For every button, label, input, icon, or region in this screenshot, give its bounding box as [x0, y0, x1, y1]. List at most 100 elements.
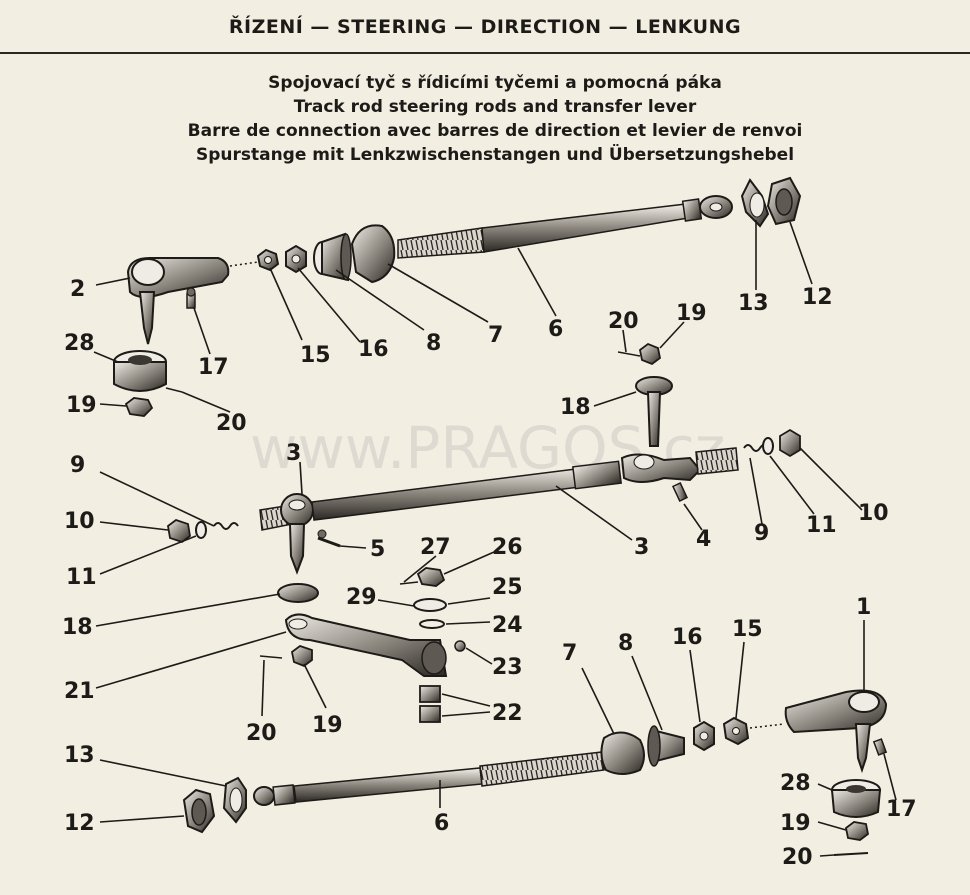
callout-7-bottom: 7 — [562, 641, 577, 666]
subtitle-english: Track rod steering rods and transfer lev… — [293, 97, 697, 117]
callout-9-left: 9 — [70, 453, 85, 478]
stud-18-lower — [277, 583, 319, 603]
washer-11-left — [195, 521, 207, 539]
callout-28-top: 28 — [64, 331, 95, 356]
callout-28-bottom: 28 — [780, 771, 811, 796]
callout-5: 5 — [370, 537, 385, 562]
transfer-lever-21 — [284, 613, 448, 677]
callout-20-lower: 20 — [246, 721, 277, 746]
lock-washer-13-top — [740, 178, 770, 228]
header-rule — [0, 52, 970, 54]
callout-12-top: 12 — [802, 285, 833, 310]
callout-23: 23 — [492, 655, 523, 680]
callout-19-top-left: 19 — [66, 393, 97, 418]
callout-15-top: 15 — [300, 343, 331, 368]
spring-9-left — [213, 522, 239, 530]
callout-26: 26 — [492, 535, 523, 560]
split-pin-20-lower — [259, 655, 283, 659]
header: ŘÍZENÍ — STEERING — DIRECTION — LENKUNG — [0, 0, 970, 54]
callout-17-bottom: 17 — [886, 797, 917, 822]
callout-3-left: 3 — [286, 441, 301, 466]
grease-nipple-23 — [454, 640, 466, 652]
ball-joint-top-left — [126, 257, 259, 345]
nut-10-left — [167, 518, 191, 544]
ring-24 — [419, 619, 445, 629]
callout-9-right: 9 — [754, 521, 769, 546]
nut-12-top — [766, 176, 802, 226]
callout-20-top-right: 20 — [608, 309, 639, 334]
split-pin-20-bottom — [833, 852, 869, 856]
callout-17-top: 17 — [198, 355, 229, 380]
callout-11-right: 11 — [806, 513, 837, 538]
callout-16-bottom: 16 — [672, 625, 703, 650]
callout-8-top: 8 — [426, 331, 441, 356]
callout-8-bottom: 8 — [618, 631, 633, 656]
callout-2: 2 — [70, 277, 85, 302]
dust-cap-28-bottom — [830, 779, 882, 818]
nut-15-bottom — [722, 716, 785, 746]
callout-6-bottom: 6 — [434, 811, 449, 836]
callout-13-top: 13 — [738, 291, 769, 316]
callout-27: 27 — [420, 535, 451, 560]
nut-19-top-right — [639, 342, 661, 366]
grease-nipple-top — [186, 287, 196, 309]
subtitle-french: Barre de connection avec barres de direc… — [187, 121, 803, 141]
ball-joint-1-bottom — [784, 689, 888, 774]
steering-rod-6-top — [397, 195, 733, 259]
callout-19-lower: 19 — [312, 713, 343, 738]
grease-nipple-4 — [671, 482, 689, 502]
callout-11-left: 11 — [66, 565, 97, 590]
callout-20-top-left: 20 — [216, 411, 247, 436]
callout-3-right: 3 — [634, 535, 649, 560]
cap-nut-7-top — [350, 224, 396, 284]
nut-19-bottom — [845, 821, 869, 841]
callout-15-bottom: 15 — [732, 617, 763, 642]
steering-rod-6-bottom — [253, 751, 605, 806]
washer-25 — [413, 598, 447, 612]
track-rod-3 — [259, 447, 739, 575]
subtitle-german: Spurstange mit Lenkzwischenstangen und Ü… — [195, 145, 795, 165]
nut-26 — [416, 567, 446, 587]
subtitle-czech: Spojovací tyč s řídicími tyčemi a pomocn… — [268, 73, 722, 93]
callout-13-bottom: 13 — [64, 743, 95, 768]
callout-25: 25 — [492, 575, 523, 600]
callout-12-bottom: 12 — [64, 811, 95, 836]
dust-cap-28-top — [113, 350, 167, 392]
callout-18-top: 18 — [560, 395, 591, 420]
callout-16-top: 16 — [358, 337, 389, 362]
nut-19-lower — [291, 644, 313, 668]
callout-19-top-right: 19 — [676, 301, 707, 326]
callout-22: 22 — [492, 701, 523, 726]
header-title: ŘÍZENÍ — STEERING — DIRECTION — LENKUNG — [228, 16, 742, 38]
bushings-22 — [419, 685, 441, 723]
nut-19-top-left — [124, 397, 154, 417]
callout-19-bottom: 19 — [780, 811, 811, 836]
callout-24: 24 — [492, 613, 523, 638]
callout-labels: 2 15 16 8 7 6 13 12 17 28 19 20 20 19 18… — [62, 277, 917, 870]
callout-21: 21 — [64, 679, 95, 704]
stud-18-top — [635, 376, 673, 447]
split-pin-20-top-right — [617, 351, 641, 357]
callout-1: 1 — [856, 595, 871, 620]
callout-10-left: 10 — [64, 509, 95, 534]
washer-16-top — [285, 244, 307, 274]
callout-10-right: 10 — [858, 501, 889, 526]
split-pin-20-top-left — [165, 387, 183, 393]
cup-8-top — [313, 232, 352, 282]
callout-6-top: 6 — [548, 317, 563, 342]
callout-7-top: 7 — [488, 323, 503, 348]
washer-16-bottom — [693, 720, 715, 752]
callout-18-lower: 18 — [62, 615, 93, 640]
nut-12-bottom — [182, 788, 216, 834]
washer-11-right — [762, 437, 774, 455]
nut-10-right — [779, 428, 801, 458]
bolt-5 — [317, 529, 341, 548]
callout-4: 4 — [696, 527, 711, 552]
leader-lines — [93, 220, 897, 857]
lock-washer-13-bottom — [222, 776, 247, 824]
grease-nipple-17-bottom — [872, 738, 888, 756]
cap-nut-7-bottom — [600, 731, 645, 775]
callout-20-bottom: 20 — [782, 845, 813, 870]
callout-29: 29 — [346, 585, 377, 610]
